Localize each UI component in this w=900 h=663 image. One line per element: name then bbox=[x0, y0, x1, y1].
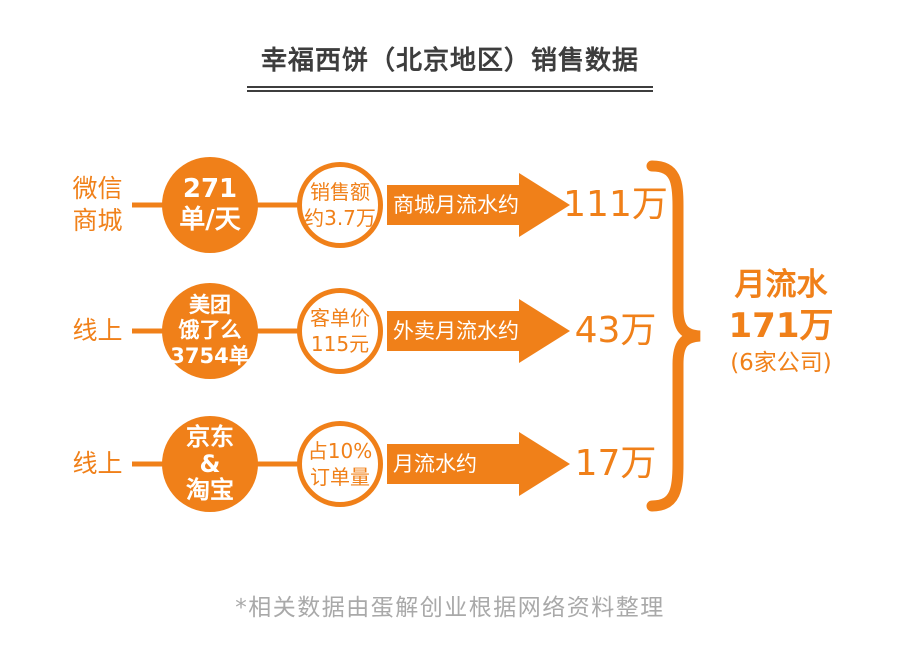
summary-title: 月流水 bbox=[734, 267, 828, 303]
curly-brace-icon bbox=[646, 160, 701, 512]
monthly-flow-value: 111万 bbox=[563, 184, 668, 225]
orders-stat-circle: 美团 饿了么 3754单 bbox=[162, 283, 258, 379]
monthly-flow-value: 43万 bbox=[574, 310, 657, 351]
arrow-head-icon bbox=[519, 432, 570, 496]
orders-stat-circle: 271 单/天 bbox=[162, 157, 258, 253]
monthly-flow-value: 17万 bbox=[574, 443, 657, 484]
orders-stat-circle: 京东 & 淘宝 bbox=[162, 416, 258, 512]
summary-company-count: (6家公司) bbox=[730, 350, 832, 377]
arrow-head-icon bbox=[519, 299, 570, 363]
channel-label: 微信 商城 bbox=[72, 174, 123, 235]
arrow-head-icon bbox=[519, 173, 570, 237]
arrow-label: 商城月流水约 bbox=[387, 185, 520, 225]
channel-label: 线上 bbox=[72, 449, 123, 478]
channel-label: 线上 bbox=[72, 316, 123, 345]
title-bar: 幸福西饼（北京地区）销售数据 bbox=[0, 40, 900, 92]
metric-info-circle: 客单价 115元 bbox=[297, 288, 383, 374]
page-title: 幸福西饼（北京地区）销售数据 bbox=[246, 40, 653, 92]
metric-info-circle: 销售额 约3.7万 bbox=[297, 162, 383, 248]
arrow-label: 外卖月流水约 bbox=[387, 311, 520, 351]
total-summary: 月流水 171万 (6家公司) bbox=[692, 266, 870, 381]
metric-info-circle: 占10% 订单量 bbox=[297, 421, 383, 507]
summary-total-value: 171万 bbox=[728, 305, 834, 346]
arrow-label: 月流水约 bbox=[387, 444, 520, 484]
source-note: *相关数据由蛋解创业根据网络资料整理 bbox=[235, 595, 665, 621]
